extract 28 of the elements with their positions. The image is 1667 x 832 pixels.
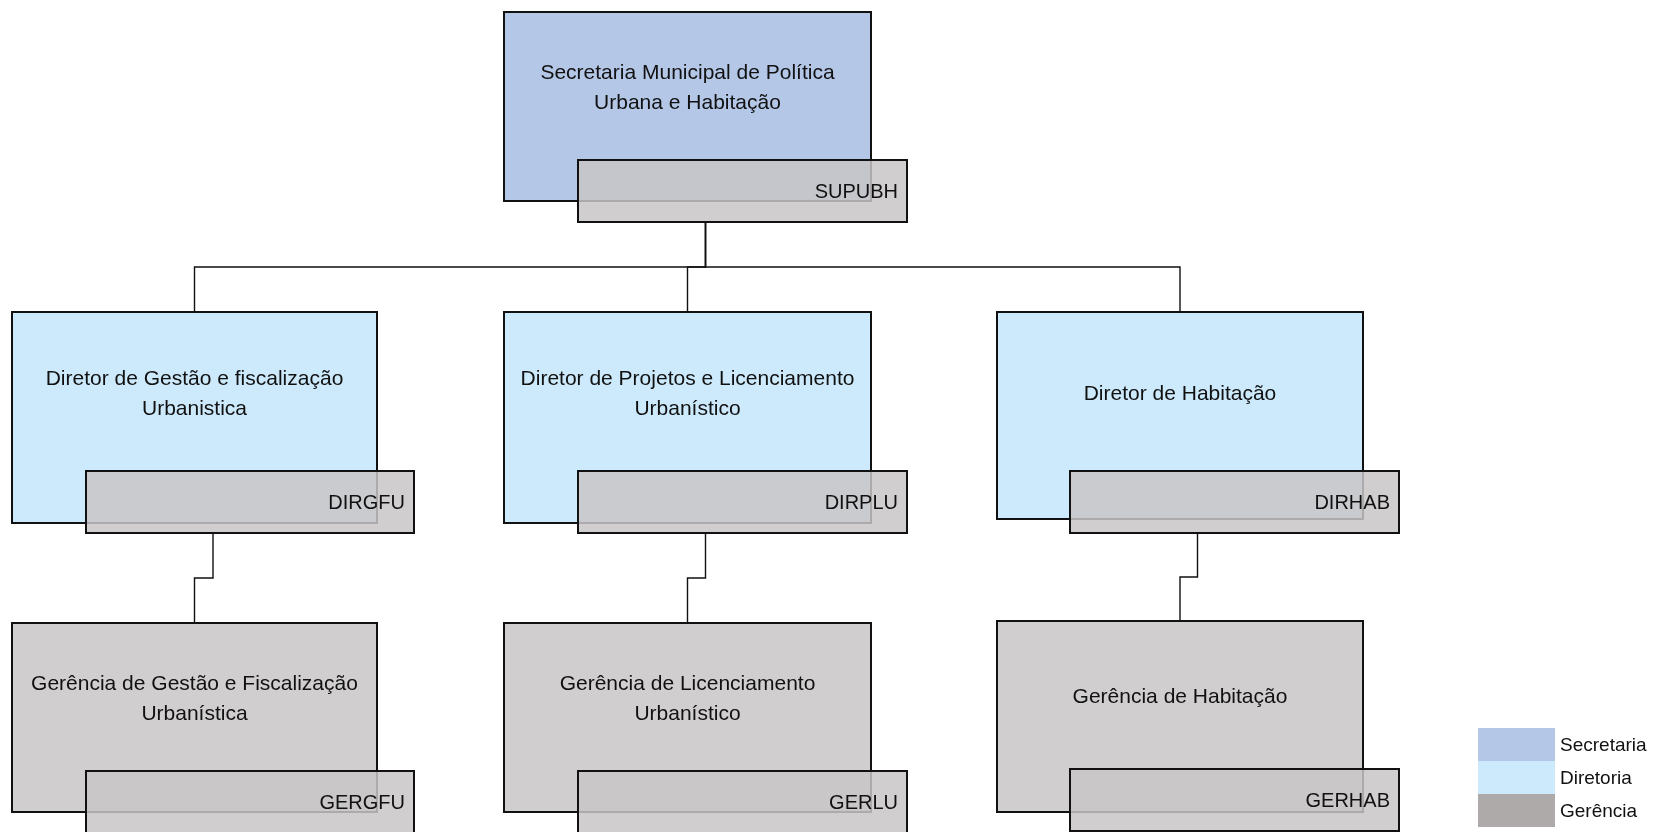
unit-name: Diretor de Habitação — [1082, 379, 1278, 406]
unit-code: DIRHAB — [1314, 490, 1391, 514]
code-tag-box — [577, 470, 908, 534]
unit-code: GERGFU — [319, 790, 406, 814]
connector-line — [1179, 533, 1199, 621]
connector-line — [193, 533, 214, 623]
code-tag-box — [85, 770, 415, 832]
code-tag-box — [1069, 768, 1400, 832]
unit-code: GERLU — [829, 790, 899, 814]
unit-name: Gerência de Habitação — [1071, 683, 1289, 709]
unit-code: SUPUBH — [814, 179, 899, 203]
unit-code: GERHAB — [1305, 788, 1391, 812]
code-tag-box — [85, 470, 415, 534]
legend-label: Diretoria — [1560, 766, 1632, 789]
code-tag-box — [1069, 470, 1400, 534]
code-tag-box — [577, 159, 908, 223]
unit-code: DIRPLU — [824, 490, 899, 514]
legend-label: Secretaria — [1560, 733, 1647, 756]
connector-line — [686, 533, 707, 623]
unit-name: Gerência de Gestão e Fiscalização Urbanística — [30, 670, 359, 726]
unit-code: DIRGFU — [328, 490, 406, 514]
unit-name: Gerência de Licenciamento Urbanístico — [558, 670, 817, 726]
code-tag-box — [577, 770, 908, 832]
unit-name: Secretaria Municipal de Política Urbana e Habitação — [539, 59, 836, 115]
legend-label: Gerência — [1560, 799, 1638, 822]
connector-line — [704, 222, 1181, 312]
unit-name: Diretor de Gestão e fiscalização Urbanistica — [44, 364, 345, 421]
unit-name: Diretor de Projetos e Licenciamento Urbanístico — [519, 364, 856, 421]
